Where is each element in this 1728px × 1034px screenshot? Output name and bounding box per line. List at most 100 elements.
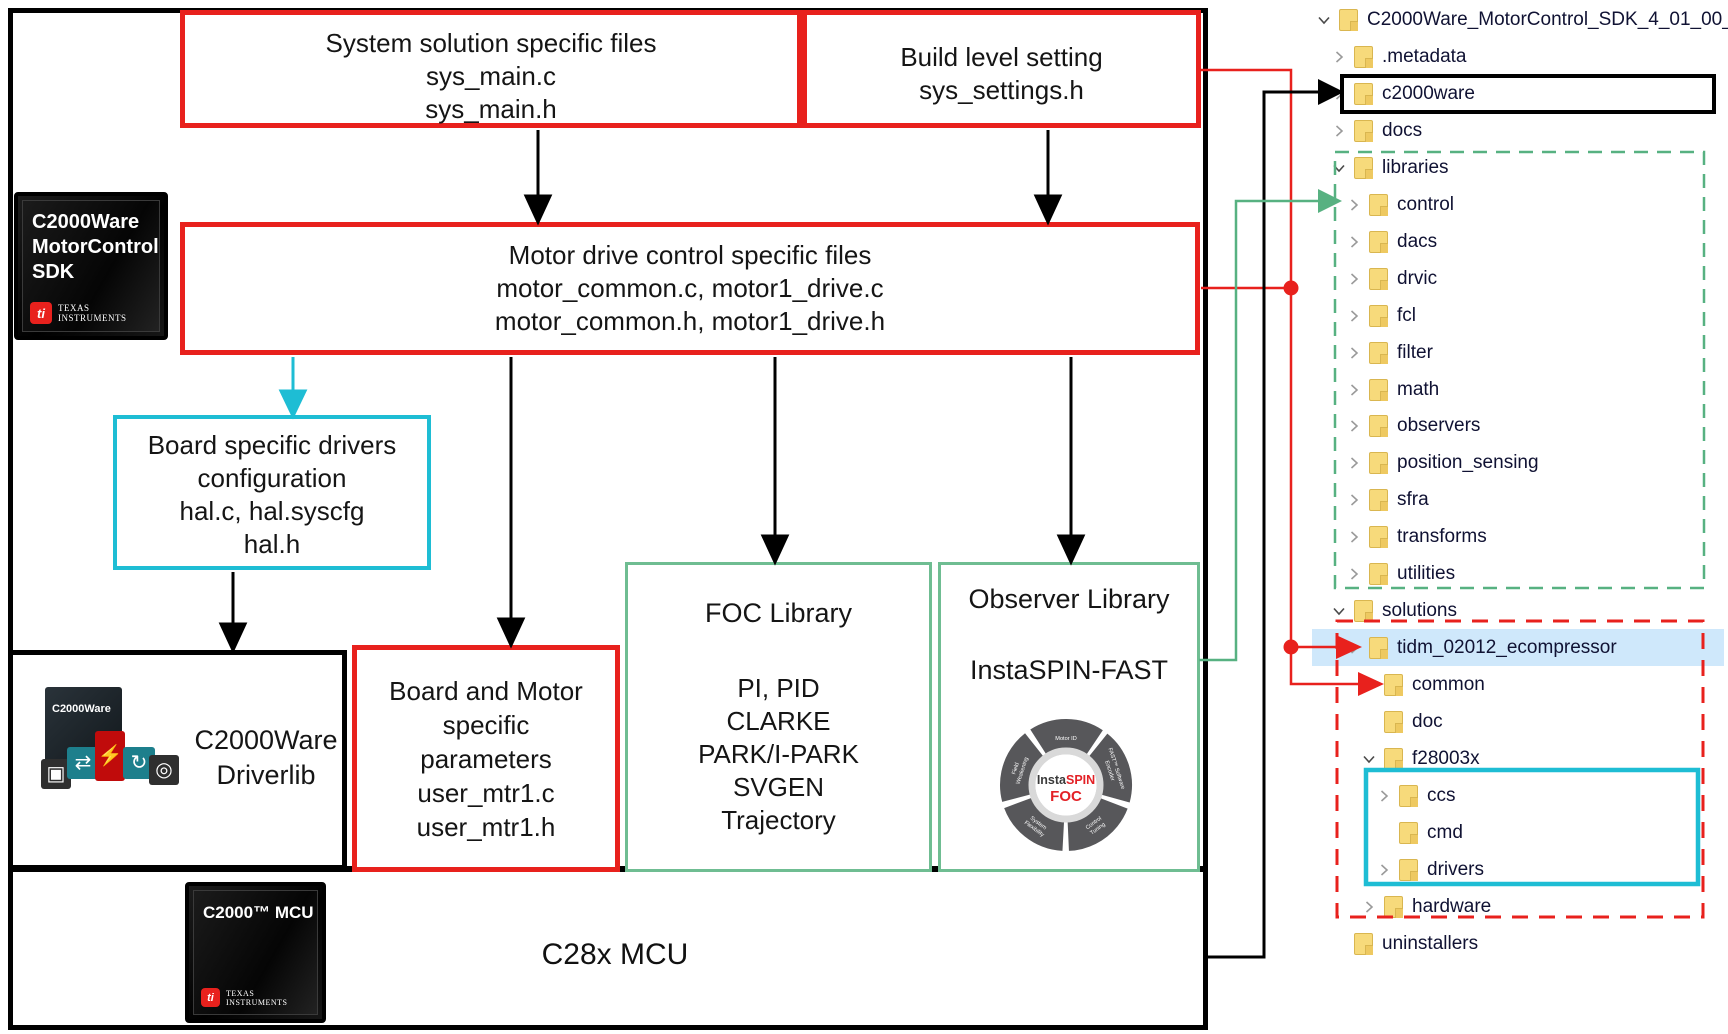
tree-item-hardware[interactable]: hardware — [1361, 888, 1491, 925]
chevron-down-icon[interactable] — [1331, 605, 1347, 617]
tree-item-control[interactable]: control — [1346, 186, 1454, 223]
tree-item-uninstallers[interactable]: uninstallers — [1331, 925, 1478, 962]
folder-icon — [1399, 858, 1418, 881]
c28x-mcu-label: C28x MCU — [541, 938, 689, 971]
tree-item-observers[interactable]: observers — [1346, 407, 1480, 444]
chevron-right-icon[interactable] — [1346, 272, 1362, 286]
tree-item-math[interactable]: math — [1346, 371, 1439, 408]
tree-item-label: cmd — [1427, 821, 1463, 843]
chevron-right-icon[interactable] — [1346, 456, 1362, 470]
svg-text:Field: Field — [1011, 762, 1020, 775]
tree-item-.metadata[interactable]: .metadata — [1331, 38, 1467, 75]
tree-item-label: transforms — [1397, 525, 1487, 547]
tree-item-utilities[interactable]: utilities — [1346, 555, 1455, 592]
folder-icon — [1369, 488, 1388, 511]
foc-item: PARK/I-PARK — [698, 739, 859, 769]
chevron-down-icon[interactable] — [1316, 14, 1332, 26]
system-files-line: System solution specific files — [325, 28, 657, 58]
folder-icon — [1399, 784, 1418, 807]
chevron-right-icon[interactable] — [1331, 87, 1347, 101]
chevron-right-icon[interactable] — [1346, 530, 1362, 544]
sdk-logo-line: C2000Ware — [32, 211, 140, 233]
tree-item-label: common — [1412, 673, 1485, 695]
tree-item-drivers[interactable]: drivers — [1376, 851, 1484, 888]
tree-item-C2000Ware_MotorControl_SDK_4_01_00_00[interactable]: C2000Ware_MotorControl_SDK_4_01_00_00 — [1316, 1, 1728, 38]
chevron-right-icon[interactable] — [1376, 863, 1392, 877]
tree-item-common[interactable]: common — [1361, 666, 1485, 703]
chevron-right-icon[interactable] — [1331, 50, 1347, 64]
tree-item-label: filter — [1397, 341, 1433, 363]
motor-control-line: motor_common.h, motor1_drive.h — [494, 306, 886, 336]
tree-item-c2000ware[interactable]: c2000ware — [1331, 75, 1475, 112]
params-line: specific — [442, 710, 530, 740]
system-files-line: sys_main.h — [425, 94, 557, 124]
tree-item-doc[interactable]: doc — [1361, 703, 1443, 740]
tree-item-label: fcl — [1397, 304, 1416, 326]
board-motor-params-box: Board and Motor specific parameters user… — [352, 645, 620, 872]
chevron-right-icon[interactable] — [1376, 789, 1392, 803]
motor-control-line: motor_common.c, motor1_drive.c — [496, 273, 884, 303]
chevron-right-icon[interactable] — [1346, 567, 1362, 581]
foc-item: CLARKE — [726, 706, 831, 736]
chevron-down-icon[interactable] — [1331, 162, 1347, 174]
instaspin-foc-logo: InstaSPIN FOC Motor ID FAST™ SoftwareEnc… — [1000, 719, 1132, 851]
tree-item-label: position_sensing — [1397, 451, 1539, 473]
folder-icon — [1384, 747, 1403, 770]
folder-icon — [1369, 378, 1388, 401]
ti-logo-icon: ti — [30, 302, 52, 324]
tree-item-dacs[interactable]: dacs — [1346, 223, 1437, 260]
motor-control-line: Motor drive control specific files — [508, 240, 872, 270]
sdk-logo-line: SDK — [32, 261, 75, 283]
tree-item-label: drivers — [1427, 858, 1485, 880]
tree-item-filter[interactable]: filter — [1346, 334, 1433, 371]
tree-item-position_sensing[interactable]: position_sensing — [1346, 444, 1539, 481]
tree-item-label: solutions — [1382, 599, 1457, 621]
tree-item-drvic[interactable]: drvic — [1346, 260, 1437, 297]
tree-item-transforms[interactable]: transforms — [1346, 518, 1487, 555]
tree-item-label: f28003x — [1412, 747, 1480, 769]
tree-item-ccs[interactable]: ccs — [1376, 777, 1456, 814]
tree-item-cmd[interactable]: cmd — [1376, 814, 1463, 851]
svg-text:InstaSPIN: InstaSPIN — [1037, 773, 1095, 787]
tree-item-tidm_02012_ecompressor[interactable]: tidm_02012_ecompressor — [1346, 629, 1617, 666]
chevron-right-icon[interactable] — [1331, 124, 1347, 138]
observer-library-title: Observer Library — [968, 584, 1170, 614]
folder-icon — [1369, 636, 1388, 659]
tree-item-label: utilities — [1397, 562, 1456, 584]
chevron-right-icon[interactable] — [1346, 641, 1362, 655]
folder-icon — [1354, 599, 1373, 622]
folder-icon — [1369, 562, 1388, 585]
tree-item-fcl[interactable]: fcl — [1346, 297, 1416, 334]
chevron-right-icon[interactable] — [1346, 235, 1362, 249]
system-files-line: sys_main.c — [425, 61, 557, 91]
chevron-right-icon[interactable] — [1346, 383, 1362, 397]
tree-item-label: .metadata — [1382, 45, 1467, 67]
tree-item-label: ccs — [1427, 784, 1456, 806]
driverlib-box: C2000Ware ▣ ⇄ ⚡ ↻ ◎ C2000Ware Driverlib — [8, 650, 347, 870]
tree-item-solutions[interactable]: solutions — [1331, 592, 1457, 629]
tree-item-label: uninstallers — [1382, 932, 1479, 954]
tree-item-docs[interactable]: docs — [1331, 112, 1422, 149]
chevron-right-icon[interactable] — [1346, 309, 1362, 323]
foc-item: SVGEN — [732, 772, 825, 802]
tree-item-label: observers — [1397, 414, 1481, 436]
observer-library-box: Observer Library InstaSPIN-FAST InstaSPI… — [938, 562, 1200, 872]
tree-item-f28003x[interactable]: f28003x — [1361, 740, 1480, 777]
driverlib-label: C2000Ware Driverlib — [181, 723, 351, 793]
chevron-right-icon[interactable] — [1346, 493, 1362, 507]
folder-icon — [1369, 341, 1388, 364]
chevron-down-icon[interactable] — [1361, 753, 1377, 765]
photos-tile-icon: ▣ — [41, 759, 71, 789]
tree-item-label: drvic — [1397, 267, 1438, 289]
folder-icon — [1369, 193, 1388, 216]
chevron-right-icon[interactable] — [1346, 346, 1362, 360]
chevron-right-icon[interactable] — [1361, 678, 1377, 692]
tree-item-libraries[interactable]: libraries — [1331, 149, 1449, 186]
chevron-right-icon[interactable] — [1346, 419, 1362, 433]
chevron-right-icon[interactable] — [1361, 900, 1377, 914]
chevron-right-icon[interactable] — [1346, 198, 1362, 212]
folder-icon — [1384, 710, 1403, 733]
tree-item-sfra[interactable]: sfra — [1346, 481, 1429, 518]
compass-tile-icon: ◎ — [149, 755, 179, 785]
folder-icon — [1354, 932, 1373, 955]
